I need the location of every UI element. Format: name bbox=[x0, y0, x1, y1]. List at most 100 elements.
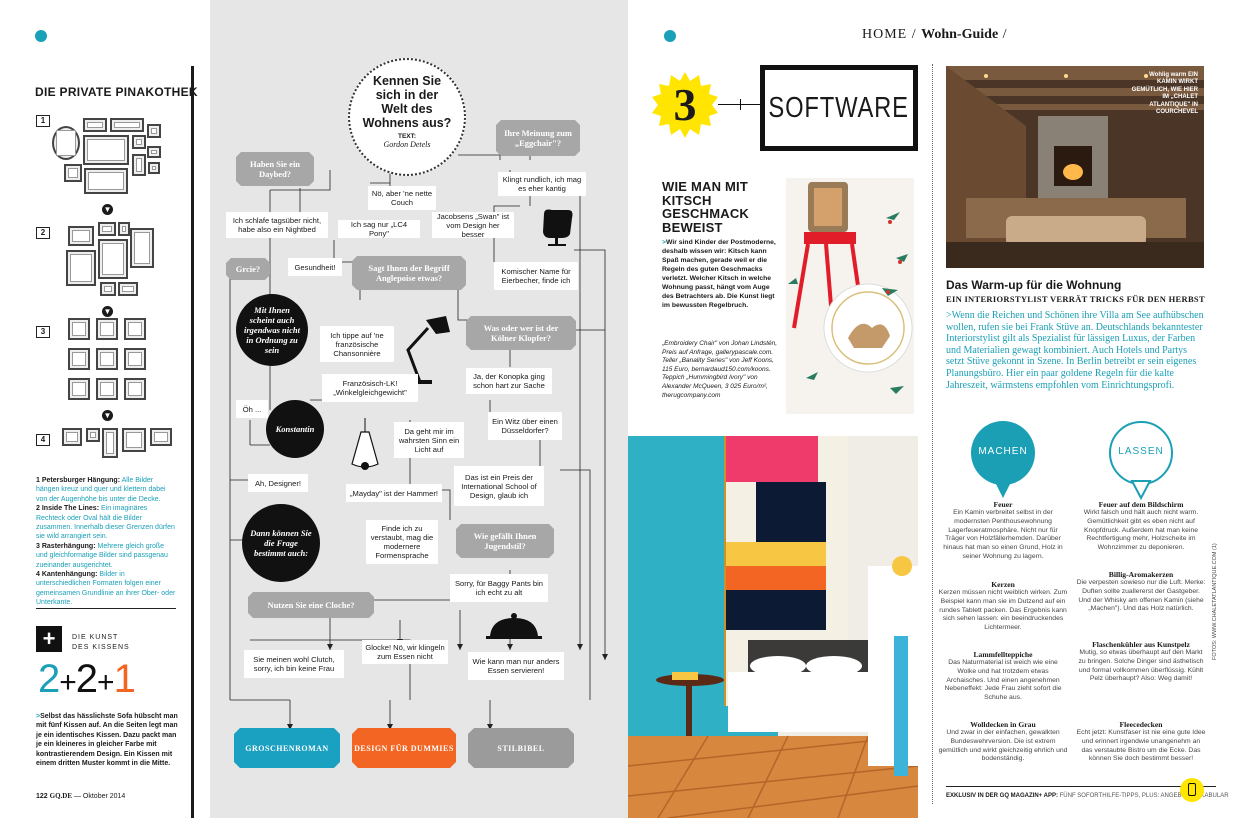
badge-connector-tick bbox=[740, 99, 741, 110]
hanging-4-diagram bbox=[62, 426, 174, 466]
a-nightbed[interactable]: Ich schlafe tagsüber nicht, habe also ei… bbox=[226, 212, 328, 238]
a-chansonniere[interactable]: Ich tippe auf 'ne französische Chansonni… bbox=[320, 326, 394, 362]
chalet-photo: Wohlig warm EIN KAMIN WIRKT GEMÜTLICH, W… bbox=[946, 66, 1204, 268]
a-witz[interactable]: Ein Witz über einen Düsseldorfer? bbox=[488, 412, 562, 440]
caption-3: 3 Rasterhängung: Mehrere gleich große un… bbox=[36, 542, 168, 569]
q-grcie[interactable]: Grcie? bbox=[226, 258, 270, 280]
hanging-captions: 1 Petersburger Hängung: Alle Bilder häng… bbox=[36, 476, 176, 608]
kitsch-text: >Wir sind Kinder der Postmoderne, deshal… bbox=[662, 239, 776, 309]
q-anglepoise[interactable]: Sagt Ihnen der Begriff Anglepoise etwas? bbox=[352, 256, 466, 290]
a-glocke[interactable]: Glocke! Nö, wir klingeln zum Essen nicht bbox=[362, 640, 448, 664]
left-title: DIE PRIVATE PINAKOTHEK bbox=[35, 85, 198, 99]
phone-icon[interactable] bbox=[1180, 778, 1204, 802]
warmup-text: >Wenn die Reichen und Schönen ihre Villa… bbox=[946, 310, 1204, 391]
a-wahrsten[interactable]: Da geht mir im wahrsten Sinn ein Licht a… bbox=[394, 422, 464, 458]
pendant-lamp-icon bbox=[350, 418, 380, 472]
hanging-3-diagram bbox=[68, 318, 152, 402]
q-daybed[interactable]: Haben Sie ein Daybed? bbox=[236, 152, 314, 186]
cloche-icon bbox=[486, 612, 542, 642]
warmup-subtitle: EIN INTERIORSTYLIST VERRÄT TRICKS FÜR DE… bbox=[946, 294, 1205, 304]
lassen-pin: LASSEN bbox=[1108, 420, 1174, 501]
divider-line bbox=[36, 608, 176, 609]
hanging-4-label: 4 bbox=[36, 429, 50, 447]
q-jugendstil[interactable]: Wie gefällt Ihnen Jugendstil? bbox=[456, 524, 554, 558]
intro-circle: Kennen Sie sich in der Welt des Wohnens … bbox=[348, 58, 466, 176]
arrow-down-icon: ▼ bbox=[102, 204, 113, 215]
footer-rule bbox=[946, 786, 1216, 787]
arrow-down-icon: ▼ bbox=[102, 410, 113, 421]
q-eggchair[interactable]: Ihre Meinung zum „Eggchair"? bbox=[496, 120, 580, 156]
kitsch-caption: „Embroidery Chair" von Johan Lindstén, P… bbox=[662, 340, 778, 399]
caption-1: 1 Petersburger Hängung: Alle Bilder häng… bbox=[36, 477, 166, 503]
badge-connector bbox=[718, 104, 760, 105]
anglepoise-lamp-icon bbox=[396, 312, 452, 386]
a-jacobsens[interactable]: Jacobsens „Swan" ist vom Design her bess… bbox=[432, 212, 514, 239]
accent-dot bbox=[664, 30, 676, 42]
q-kolner[interactable]: Was oder wer ist der Kölner Klopfer? bbox=[466, 316, 576, 350]
c-konstantin[interactable]: Konstantin bbox=[266, 400, 324, 458]
software-box: SOFTWARE bbox=[760, 65, 918, 151]
kitsch-collage-image bbox=[786, 178, 914, 414]
caption-2: 2 Inside The Lines: Ein imaginäres Recht… bbox=[36, 505, 175, 541]
a-clutch[interactable]: Sie meinen wohl Clutch, sorry, ich bin k… bbox=[244, 650, 344, 678]
a-lc4[interactable]: Ich sag nur „LC4 Pony" bbox=[338, 220, 420, 238]
hanging-2-diagram bbox=[66, 222, 158, 302]
breadcrumb-sep: / bbox=[911, 27, 917, 42]
folio: 122 GQ.DE — Oktober 2014 bbox=[36, 792, 126, 800]
warmup-title: Das Warm-up für die Wohnung bbox=[946, 278, 1122, 292]
number-badge: 3 bbox=[652, 72, 718, 138]
a-no-nette[interactable]: Nö, aber 'ne nette Couch bbox=[368, 186, 436, 210]
a-komischer[interactable]: Komischer Name für Eierbecher, finde ich bbox=[494, 262, 578, 290]
plus-icon: + bbox=[36, 626, 62, 652]
hanging-1-label: 1 bbox=[36, 110, 50, 128]
kunst-label: DIE KUNST DES KISSENS bbox=[72, 634, 130, 651]
breadcrumb-section[interactable]: Wohn-Guide bbox=[921, 27, 999, 42]
a-verstaubt[interactable]: Finde ich zu verstaubt, mag die moderner… bbox=[366, 520, 438, 564]
breadcrumb-right: HOME / Wohn-Guide / bbox=[862, 27, 1008, 43]
c-dann[interactable]: Dann können Sie die Frage bestimmt auch: bbox=[242, 504, 320, 582]
a-rundlich[interactable]: Klingt rundlich, ich mag es eher kantig bbox=[498, 172, 586, 196]
c-mit-ihnen[interactable]: Mit Ihnen scheint auch irgendwas nicht i… bbox=[236, 294, 308, 366]
a-gesundheit[interactable]: Gesundheit! bbox=[288, 258, 342, 276]
column-divider bbox=[191, 66, 194, 818]
a-franzosisch[interactable]: Französisch-LK! „Winkelgleichgewicht" bbox=[322, 374, 418, 402]
a-konopka[interactable]: Ja, der Konopka ging schon hart zur Sach… bbox=[466, 368, 552, 394]
accent-dot bbox=[35, 30, 47, 42]
machen-pin: MACHEN bbox=[970, 420, 1036, 500]
end-stilbibel[interactable]: STILBIBEL bbox=[468, 728, 574, 768]
kissen-formula: 2+2+1 bbox=[38, 657, 136, 701]
hanging-3-label: 3 bbox=[36, 321, 50, 339]
breadcrumb-end: / bbox=[1002, 27, 1008, 42]
kissen-text: >Selbst das hässlichste Sofa hübscht man… bbox=[36, 713, 178, 768]
flowchart-panel: Kennen Sie sich in der Welt des Wohnens … bbox=[210, 0, 628, 818]
photo-credit: FOTOS: WWW.CHALETATLANTIQUE.COM (1) bbox=[1212, 543, 1218, 660]
q-cloche[interactable]: Nutzen Sie eine Cloche? bbox=[248, 592, 374, 618]
eggchair-icon bbox=[540, 208, 574, 248]
dotted-divider bbox=[932, 64, 933, 804]
hanging-1-diagram bbox=[52, 118, 162, 198]
arrow-down-icon: ▼ bbox=[102, 306, 113, 317]
a-baggy[interactable]: Sorry, für Baggy Pants bin ich echt zu a… bbox=[450, 574, 548, 602]
a-servieren[interactable]: Wie kann man nur anders Essen servieren! bbox=[468, 652, 564, 680]
photo-caption: Wohlig warm EIN KAMIN WIRKT GEMÜTLICH, W… bbox=[1131, 72, 1198, 116]
a-designer[interactable]: Ah, Designer! bbox=[248, 474, 308, 492]
footer-promo[interactable]: EXKLUSIV IN DER GQ MAGAZIN+ APP: FÜNF SO… bbox=[946, 793, 1229, 799]
bedroom-illustration bbox=[628, 436, 918, 818]
end-groschenroman[interactable]: GROSCHENROMAN bbox=[234, 728, 340, 768]
breadcrumb-home[interactable]: HOME bbox=[862, 27, 908, 42]
a-preis[interactable]: Das ist ein Preis der International Scho… bbox=[454, 466, 544, 506]
end-design-fur-dummies[interactable]: DESIGN FÜR DUMMIES bbox=[352, 728, 456, 768]
hanging-2-label: 2 bbox=[36, 222, 50, 240]
a-oh[interactable]: Öh ... bbox=[236, 400, 268, 418]
a-mayday[interactable]: „Mayday" ist der Hammer! bbox=[346, 484, 442, 502]
caption-4: 4 Kantenhängung: Bilder in unterschiedli… bbox=[36, 571, 176, 607]
